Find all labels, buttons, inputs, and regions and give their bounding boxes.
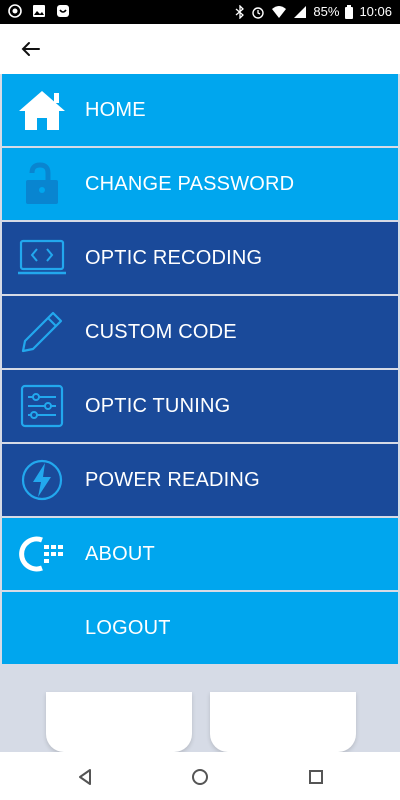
- nav-recents-button[interactable]: [305, 766, 327, 788]
- system-nav-bar: [0, 752, 400, 800]
- menu-item-logout[interactable]: LOGOUT: [2, 592, 398, 664]
- menu-item-optic-recoding[interactable]: OPTIC RECODING: [2, 222, 398, 294]
- menu-item-label: LOGOUT: [85, 617, 171, 639]
- menu-item-label: OPTIC RECODING: [85, 247, 263, 269]
- arrow-left-icon: [21, 42, 40, 56]
- menu-item-change-password[interactable]: CHANGE PASSWORD: [2, 148, 398, 220]
- image-icon: [32, 4, 46, 18]
- battery-icon: [345, 4, 354, 19]
- home-icon: [16, 84, 68, 136]
- clock-time: 10:06: [359, 4, 392, 19]
- brand-logo-icon: [16, 528, 68, 580]
- nav-home-button[interactable]: [189, 766, 211, 788]
- background-card: [210, 692, 356, 752]
- navigation-drawer: HOME CHANGE PASSWORD OPTIC RECODING: [2, 74, 398, 664]
- back-button[interactable]: [18, 36, 44, 62]
- pencil-icon: [16, 306, 68, 358]
- record-icon: [8, 4, 22, 18]
- menu-item-custom-code[interactable]: CUSTOM CODE: [2, 296, 398, 368]
- back-triangle-icon: [79, 769, 91, 785]
- lock-icon: [16, 158, 68, 210]
- menu-item-label: HOME: [85, 99, 146, 121]
- status-bar: 85% 10:06: [0, 0, 400, 24]
- wifi-icon: [271, 5, 287, 19]
- signal-icon: [293, 5, 307, 19]
- menu-item-label: POWER READING: [85, 469, 260, 491]
- app-bar: [0, 24, 400, 74]
- home-circle-icon: [192, 769, 208, 785]
- menu-item-about[interactable]: ABOUT: [2, 518, 398, 590]
- recents-square-icon: [309, 770, 323, 784]
- laptop-code-icon: [16, 232, 68, 284]
- menu-item-label: CUSTOM CODE: [85, 321, 237, 343]
- menu-item-label: CHANGE PASSWORD: [85, 173, 295, 195]
- lightning-icon: [16, 454, 68, 506]
- nav-back-button[interactable]: [74, 766, 96, 788]
- sliders-icon: [16, 380, 68, 432]
- notification-icon: [56, 4, 70, 18]
- bluetooth-icon: [235, 4, 245, 19]
- background-card: [46, 692, 192, 752]
- menu-item-optic-tuning[interactable]: OPTIC TUNING: [2, 370, 398, 442]
- menu-item-home[interactable]: HOME: [2, 74, 398, 146]
- alarm-icon: [251, 5, 265, 19]
- menu-item-power-reading[interactable]: POWER READING: [2, 444, 398, 516]
- battery-percent: 85%: [313, 4, 340, 19]
- menu-item-label: OPTIC TUNING: [85, 395, 231, 417]
- menu-item-label: ABOUT: [85, 543, 155, 565]
